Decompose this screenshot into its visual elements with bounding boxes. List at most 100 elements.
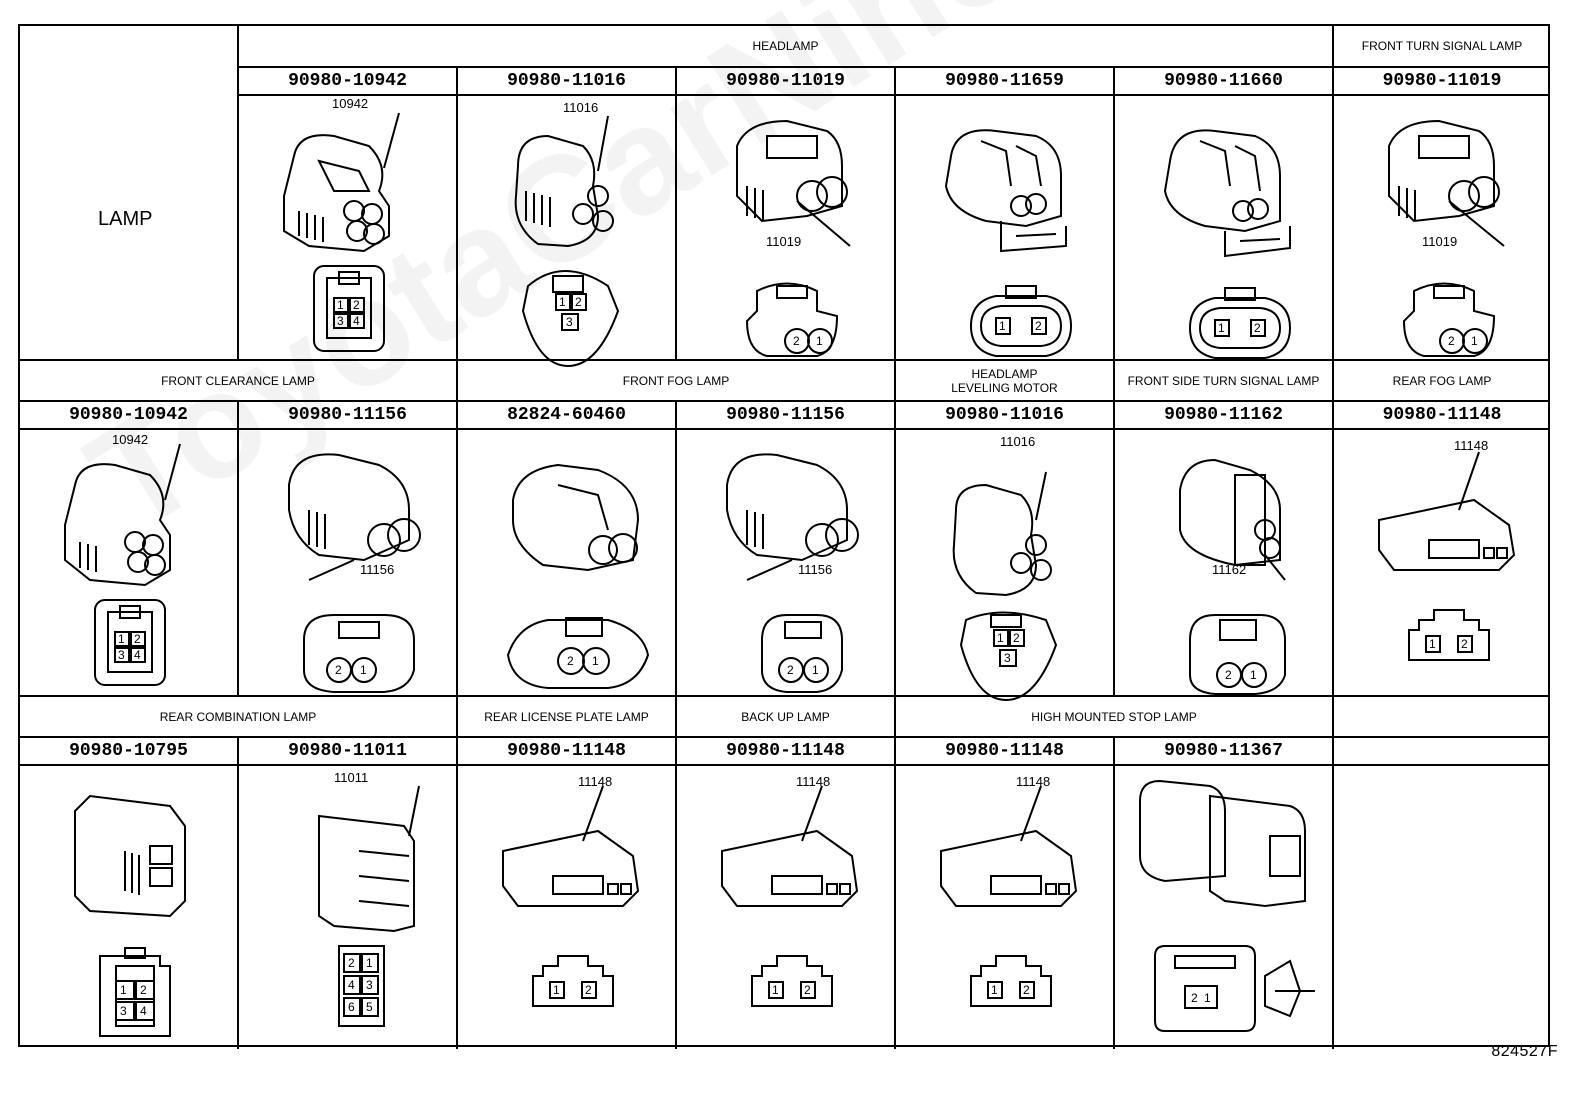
svg-text:2: 2 — [585, 983, 592, 997]
svg-text:1: 1 — [997, 631, 1004, 645]
connector-table: LAMP HEADLAMP FRONT TURN SIGNAL LAMP FRO… — [18, 24, 1550, 1049]
svg-text:2: 2 — [567, 654, 574, 668]
grid-line — [894, 359, 896, 695]
svg-text:3: 3 — [366, 978, 373, 992]
group-header: HIGH MOUNTED STOP LAMP — [1031, 709, 1197, 724]
svg-text:3: 3 — [118, 648, 125, 662]
part-number: 90980-11162 — [1164, 405, 1283, 425]
connector-code: 11148 — [1016, 774, 1051, 789]
svg-text:1: 1 — [1471, 334, 1478, 348]
svg-text:1: 1 — [991, 983, 998, 997]
group-header: REAR LICENSE PLATE LAMP — [484, 709, 649, 724]
svg-text:1: 1 — [1218, 321, 1225, 335]
grid-line — [456, 66, 458, 359]
svg-text:1: 1 — [120, 983, 127, 997]
svg-text:2: 2 — [1013, 631, 1020, 645]
group-header: REAR FOG LAMP — [1392, 373, 1492, 388]
connector-code: 11148 — [1454, 438, 1489, 453]
grid-line — [1113, 359, 1115, 695]
svg-text:4: 4 — [140, 1004, 147, 1018]
grid-line — [237, 66, 1550, 68]
part-number: 90980-11156 — [726, 405, 845, 425]
grid-line — [20, 736, 1550, 738]
group-header: HEADLAMP LEVELING MOTOR — [951, 366, 1058, 395]
part-number: 90980-11016 — [507, 71, 626, 91]
connector-drawing: 1 2 — [721, 785, 859, 1007]
part-number: 90980-11148 — [945, 741, 1064, 761]
svg-text:2: 2 — [575, 295, 582, 309]
svg-text:1: 1 — [360, 663, 367, 677]
svg-text:1: 1 — [1250, 668, 1257, 682]
svg-text:2: 2 — [1225, 668, 1232, 682]
grid-line — [237, 94, 1550, 96]
svg-text:4: 4 — [134, 648, 141, 662]
svg-text:1: 1 — [337, 298, 344, 312]
connector-code: 10942 — [332, 96, 369, 111]
group-header: FRONT SIDE TURN SIGNAL LAMP — [1127, 373, 1320, 388]
svg-text:2: 2 — [804, 983, 811, 997]
connector-drawing: 2 1 — [736, 119, 851, 357]
svg-text:6: 6 — [348, 1000, 355, 1014]
connector-code: 11016 — [563, 100, 599, 115]
svg-text:2: 2 — [1191, 991, 1198, 1005]
grid-line — [20, 764, 1550, 766]
svg-text:2: 2 — [353, 298, 360, 312]
grid-line — [20, 695, 1550, 697]
figure-reference: 824527F — [1491, 1043, 1558, 1060]
part-number: 90980-11019 — [1382, 71, 1502, 91]
grid-line — [456, 695, 458, 1049]
connector-drawing: 2 1 — [726, 453, 859, 693]
svg-text:3: 3 — [566, 315, 573, 329]
grid-line — [1332, 26, 1334, 359]
part-number: 90980-11148 — [507, 741, 626, 761]
svg-text:2: 2 — [1035, 319, 1042, 333]
svg-text:1: 1 — [999, 319, 1006, 333]
connector-code: 11019 — [1422, 234, 1458, 249]
svg-text:5: 5 — [366, 1000, 373, 1014]
svg-text:3: 3 — [1004, 651, 1011, 665]
connector-code: 11148 — [796, 774, 831, 789]
part-number: 90980-11011 — [288, 741, 407, 761]
grid-line — [237, 400, 239, 695]
svg-text:1: 1 — [592, 654, 599, 668]
connector-drawing: 2 1 — [1179, 458, 1286, 695]
svg-text:1: 1 — [366, 956, 373, 970]
connector-drawing: 1 2 3 4 — [283, 112, 400, 352]
connector-code: 11016 — [1000, 434, 1036, 449]
svg-text:2: 2 — [1461, 637, 1468, 651]
svg-text:1: 1 — [816, 334, 823, 348]
group-header: BACK UP LAMP — [741, 709, 830, 724]
part-number: 90980-11367 — [1164, 741, 1283, 761]
connector-code: 11011 — [334, 770, 369, 785]
group-header: HEADLAMP — [752, 39, 819, 53]
grid-line — [20, 359, 1550, 361]
part-number: 90980-11148 — [1382, 405, 1502, 425]
connector-drawing: 2 1 — [1388, 119, 1505, 357]
part-number: 90980-11019 — [726, 71, 845, 91]
group-header: FRONT TURN SIGNAL LAMP — [1361, 39, 1523, 53]
grid-line — [1332, 359, 1334, 695]
part-number: 90980-11148 — [726, 741, 845, 761]
svg-text:1: 1 — [1204, 991, 1211, 1005]
svg-text:3: 3 — [120, 1004, 127, 1018]
grid-line — [237, 736, 239, 1049]
svg-text:4: 4 — [348, 978, 355, 992]
svg-text:2: 2 — [1254, 321, 1261, 335]
svg-text:1: 1 — [118, 632, 125, 646]
connector-drawing: 1 2 3 4 — [64, 443, 181, 686]
svg-text:2: 2 — [787, 663, 794, 677]
connector-drawing: 1 2 3 — [514, 115, 620, 368]
lamp-title: LAMP — [98, 208, 153, 230]
svg-text:2: 2 — [348, 956, 355, 970]
part-number: 90980-10942 — [69, 405, 188, 425]
svg-text:1: 1 — [812, 663, 819, 677]
grid-line — [675, 66, 677, 359]
svg-text:1: 1 — [772, 983, 779, 997]
svg-text:2: 2 — [134, 632, 141, 646]
connector-drawing: 1 2 3 — [952, 471, 1058, 702]
connector-code: 11156 — [360, 562, 395, 577]
svg-text:2: 2 — [335, 663, 342, 677]
connector-drawing: 2 1 4 3 6 5 — [318, 785, 420, 1027]
grid-line — [456, 359, 458, 695]
grid-line — [1113, 66, 1115, 359]
